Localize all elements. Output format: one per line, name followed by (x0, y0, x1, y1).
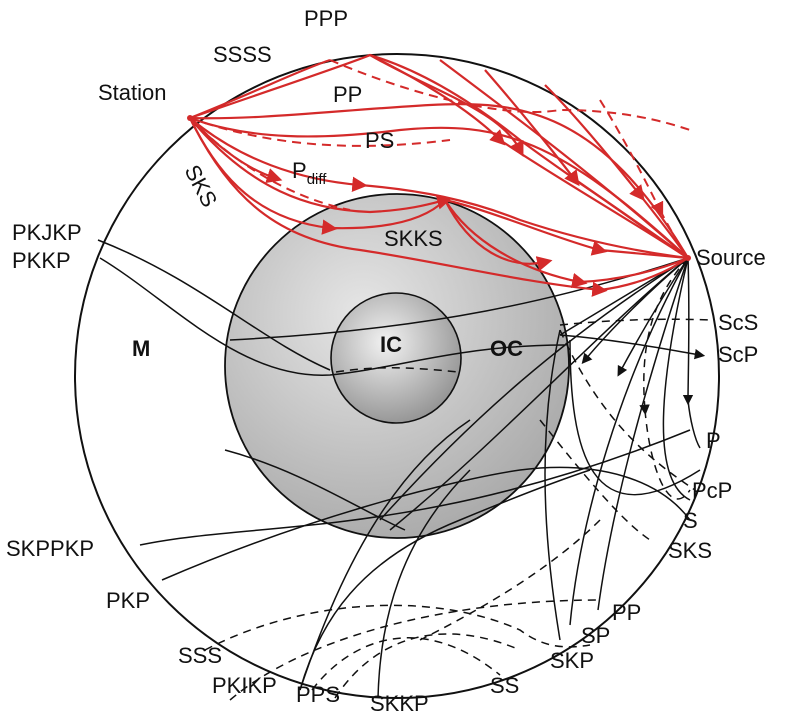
label-ps: PS (365, 128, 394, 153)
label-sss: SSS (178, 643, 222, 668)
red-rays (187, 53, 691, 297)
label-skppkp: SKPPKP (6, 536, 94, 561)
label-station: Station (98, 80, 167, 105)
label-skks: SKKS (384, 226, 443, 251)
label-pcp: PcP (692, 478, 732, 503)
inner-core (330, 292, 462, 424)
label-sks-right: SKS (668, 538, 712, 563)
label-p: P (706, 428, 721, 453)
label-ss: SS (490, 673, 519, 698)
label-pkjkp: PKJKP (12, 220, 82, 245)
label-pkp: PKP (106, 588, 150, 613)
label-mantle: M (132, 336, 150, 361)
label-skp: SKP (550, 648, 594, 673)
station-marker (187, 115, 193, 121)
label-ppp: PPP (304, 6, 348, 31)
label-outer-core: OC (490, 336, 523, 361)
label-scp: ScP (718, 342, 758, 367)
label-pps: PPS (296, 682, 340, 707)
label-pdiff: Pdiff (292, 158, 327, 188)
label-inner-core: IC (380, 332, 402, 357)
label-sp: SP (581, 623, 610, 648)
diagram-labels: Station Source M OC IC PPP SSSS PP PS SK… (6, 6, 766, 716)
label-pkkp: PKKP (12, 248, 71, 273)
source-marker (685, 255, 691, 261)
label-source: Source (696, 245, 766, 270)
black-rays (97, 239, 713, 701)
label-pkikp: PKIKP (212, 673, 277, 698)
label-ssss: SSSS (213, 42, 272, 67)
label-pp-bottom: PP (612, 600, 641, 625)
label-skkp: SKKP (370, 691, 429, 716)
label-pp-top: PP (333, 82, 362, 107)
label-s: S (683, 508, 698, 533)
label-scs: ScS (718, 310, 758, 335)
